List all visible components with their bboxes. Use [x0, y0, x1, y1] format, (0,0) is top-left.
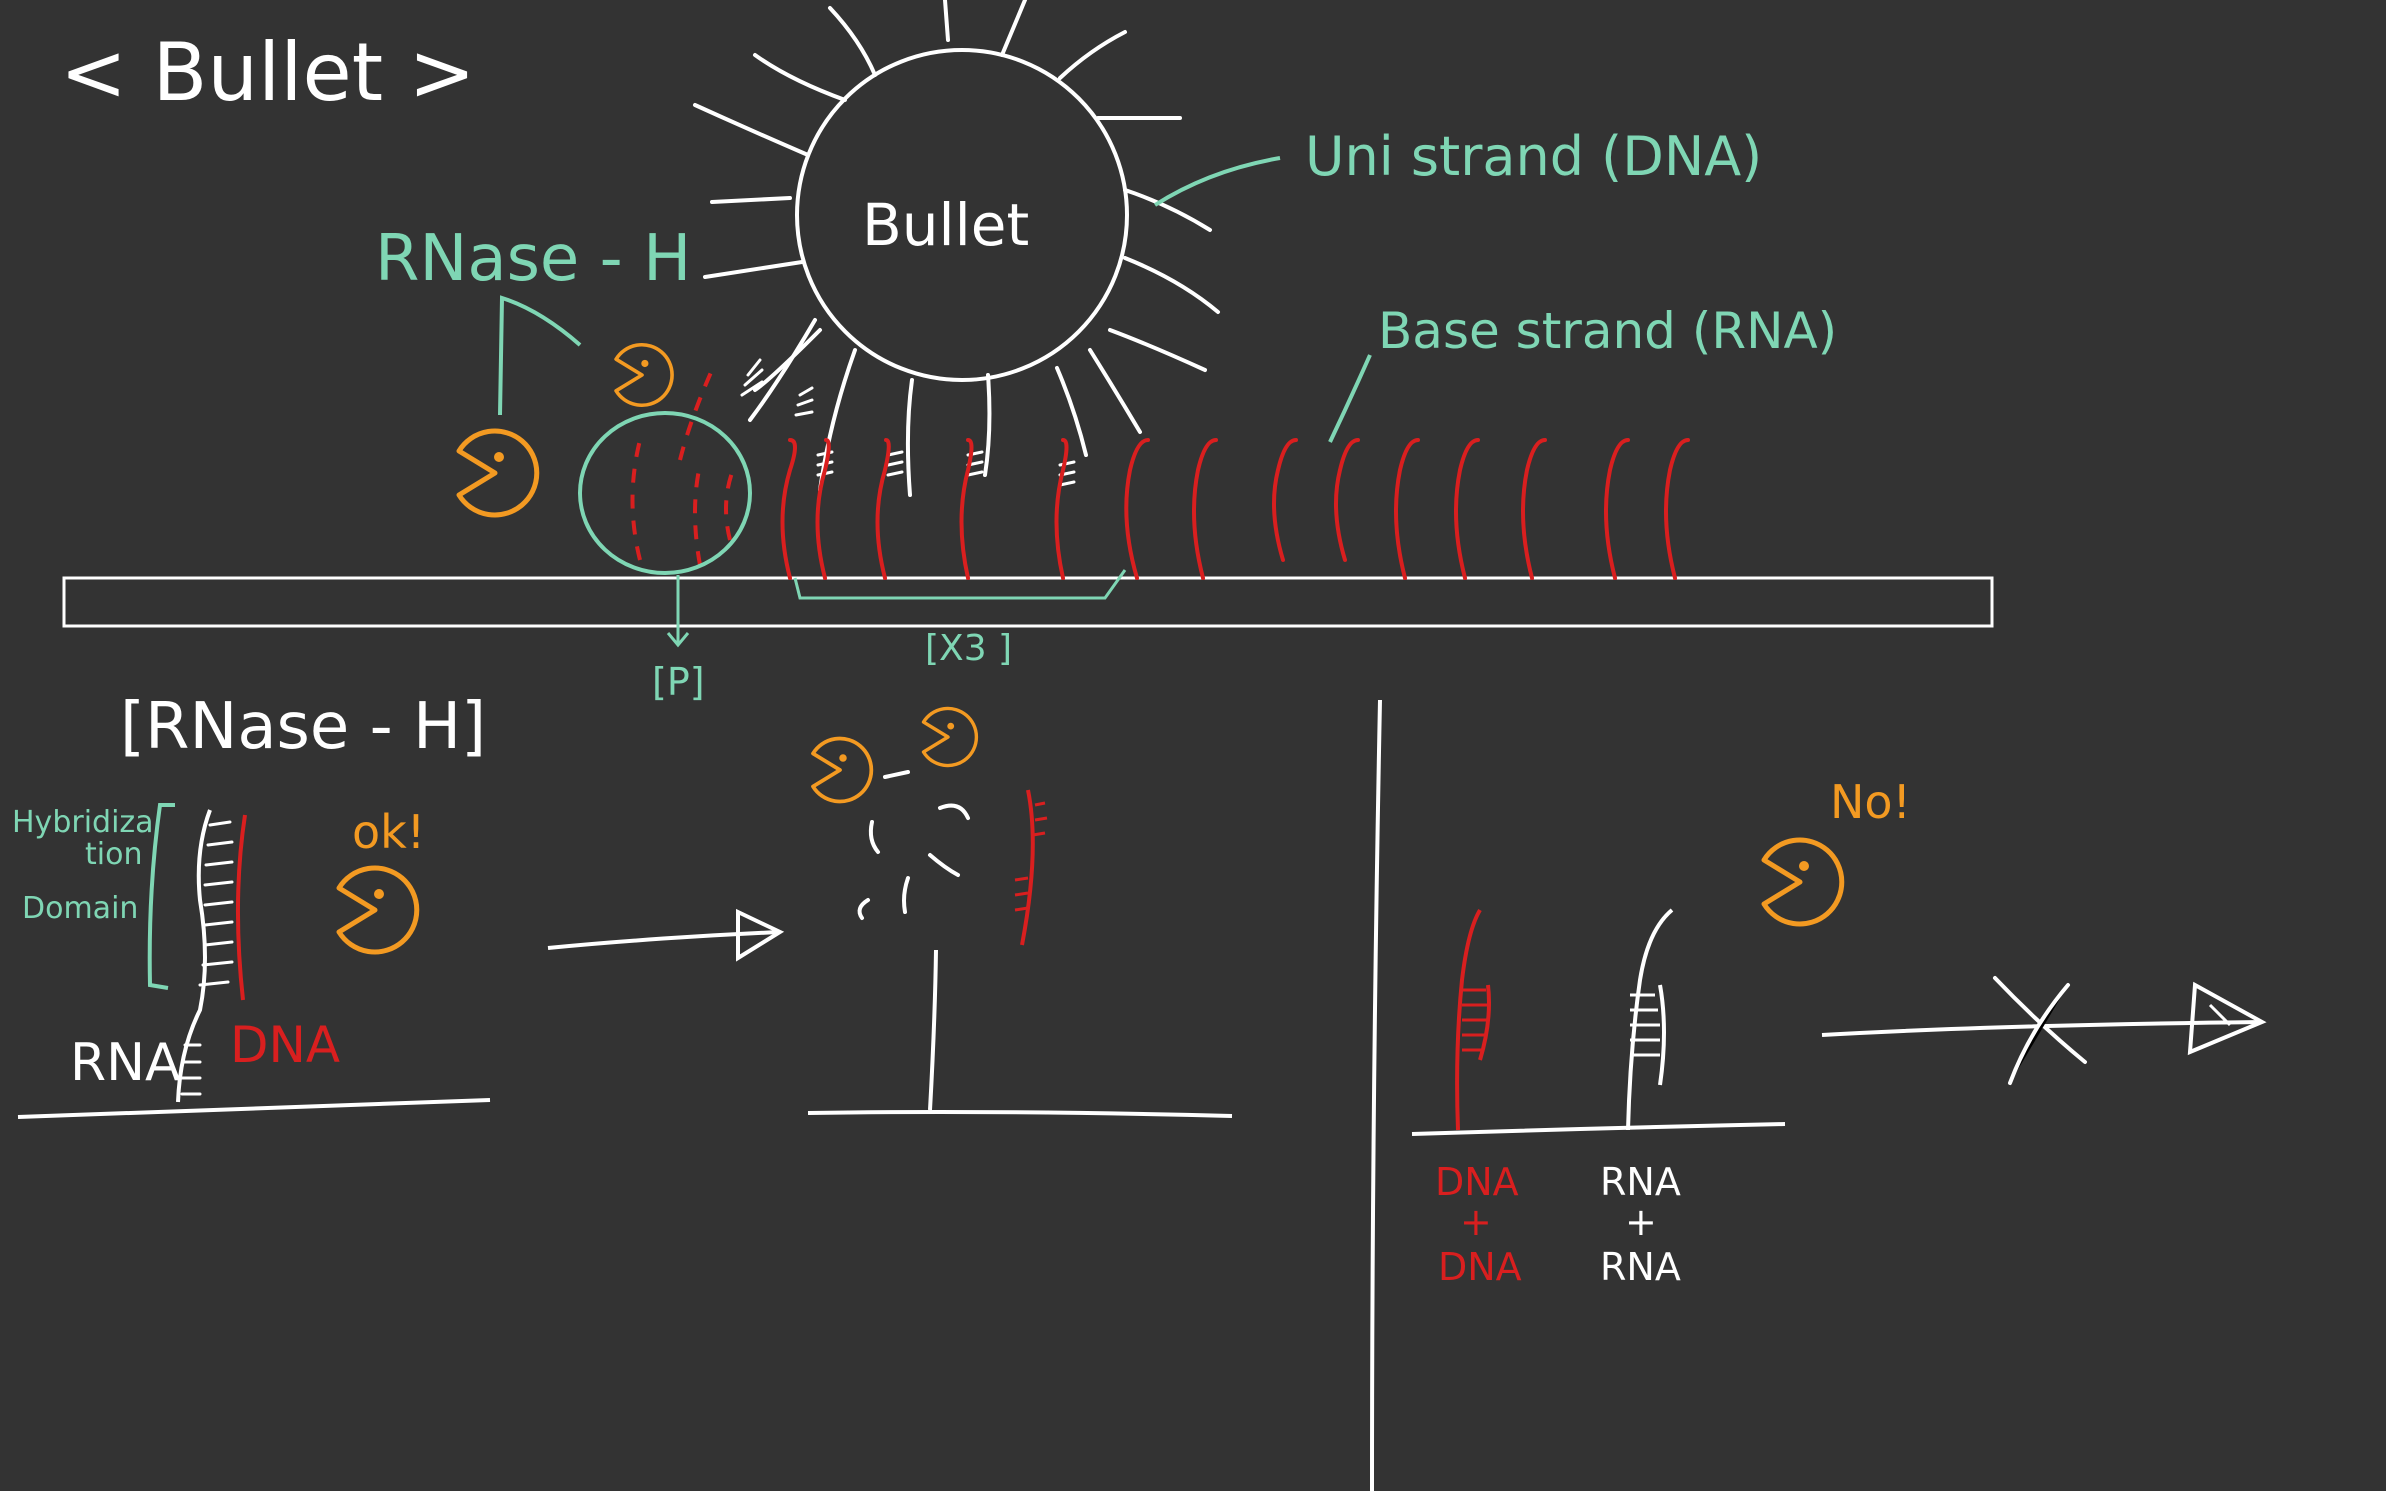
arrow-right-icon: [547, 908, 785, 962]
ok-label: ok!: [352, 805, 425, 859]
cleaved-strands: [630, 369, 737, 566]
dna-dna-top: DNA: [1435, 1160, 1519, 1204]
x3-bracket: [793, 569, 1127, 600]
domain-bracket: [147, 803, 175, 990]
base-strand-pointer: [1328, 354, 1372, 443]
blocked-arrow: [1821, 981, 2267, 1056]
pacman-icon: [811, 736, 874, 804]
rnase-h-pointer: [498, 295, 582, 416]
pacman-icon: [1764, 840, 1842, 924]
rna-rna-top: RNA: [1600, 1160, 1681, 1204]
dna-label: DNA: [230, 1016, 340, 1074]
rnase-section-title: [RNase - H]: [120, 690, 486, 764]
x3-label: [X3 ]: [925, 628, 1012, 669]
base-strand-array: [780, 438, 1690, 580]
dna-dna-bottom: DNA: [1438, 1245, 1522, 1289]
cleaved-result: [807, 770, 1233, 1118]
rna-rna-bottom: RNA: [1600, 1245, 1681, 1289]
dna-dna-plus: +: [1460, 1200, 1492, 1244]
hybridization-label-1: Hybridiza: [12, 805, 154, 840]
pacman-icon: [459, 431, 537, 515]
uni-strand-pointer: [1153, 156, 1281, 207]
rna-dna-hybrid: [17, 809, 491, 1119]
no-label: No!: [1830, 775, 1911, 829]
bullet-sphere: Bullet: [693, 0, 1220, 497]
rna-label: RNA: [70, 1033, 181, 1093]
base-strand-label: Base strand (RNA): [1378, 302, 1837, 360]
dna-dna-duplex: [1455, 908, 1491, 1131]
domain-label: Domain: [22, 891, 138, 926]
right-surface: [1411, 1122, 1786, 1136]
surface-bar: [62, 576, 1994, 628]
cleavage-circle: [578, 411, 752, 575]
rna-rna-duplex: [1626, 908, 1674, 1131]
section-divider: [1370, 699, 1382, 1491]
bullet-label: Bullet: [862, 191, 1029, 259]
pacman-icon: [614, 342, 674, 408]
cross-icon: [1993, 976, 2087, 1085]
p-pointer: [666, 575, 690, 648]
rna-rna-plus: +: [1625, 1200, 1657, 1244]
pacman-icon: [339, 868, 417, 952]
p-label: [P]: [652, 660, 705, 704]
hybridization-label-2: tion: [85, 837, 142, 872]
page-title: < Bullet >: [60, 26, 476, 119]
pacman-icon: [921, 706, 979, 768]
uni-strand-label: Uni strand (DNA): [1305, 125, 1762, 188]
rnase-h-label: RNase - H: [375, 222, 691, 296]
